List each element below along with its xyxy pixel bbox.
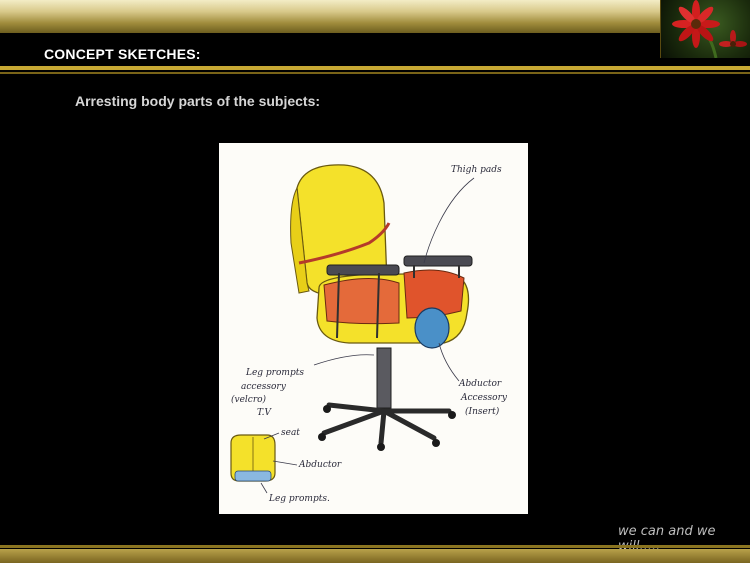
chair-concept-sketch: Thigh pads Leg prompts accessory (velcro… <box>219 143 528 514</box>
section-title: CONCEPT SKETCHES: <box>44 46 201 62</box>
star-base <box>321 402 452 446</box>
header-band <box>0 0 750 33</box>
thigh-pad-left <box>323 277 400 325</box>
armrest-right <box>403 255 473 267</box>
annotation-leg-prompts-4: T.V <box>257 408 273 418</box>
annotation-abductor-2: Accessory <box>460 393 508 403</box>
annotation-leg-prompts-3: (velcro) <box>231 394 267 405</box>
abductor-insert <box>414 307 450 349</box>
annotation-abductor-3: (Insert) <box>465 406 500 417</box>
annotation-abductor-1: Abductor <box>458 379 502 389</box>
annotation-leg-prompts-1: Leg prompts <box>245 368 304 378</box>
armrest-left <box>326 264 400 276</box>
annotation-seat: seat <box>281 428 300 438</box>
slide-subtitle: Arresting body parts of the subjects: <box>75 93 321 109</box>
annotation-thigh-pads: Thigh pads <box>451 165 502 175</box>
annotation-leg-prompts-small: Leg prompts. <box>268 494 330 504</box>
footer-divider <box>0 545 750 548</box>
annotation-abductor-small: Abductor <box>298 460 342 470</box>
footer-band <box>0 549 750 563</box>
chair-backrest <box>296 164 388 296</box>
flower-logo-image <box>660 0 750 58</box>
body-strap <box>298 222 391 265</box>
header-divider-thin <box>0 72 750 74</box>
gas-lift-column <box>376 347 392 409</box>
annotation-leg-prompts-2: accessory <box>241 382 287 392</box>
header-divider <box>0 66 750 70</box>
